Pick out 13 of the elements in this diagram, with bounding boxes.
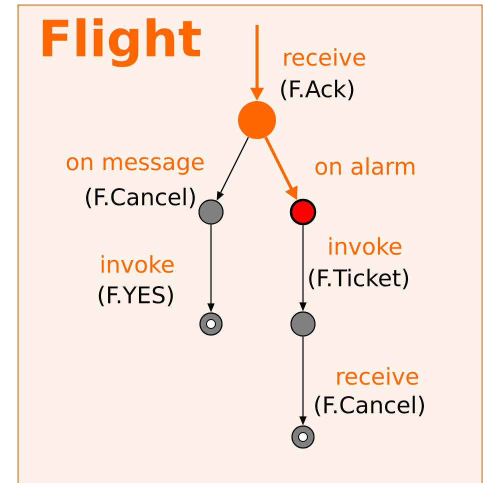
action-label: on alarm [315,157,414,175]
action-label: invoke [102,255,174,273]
message-label: (F.Ack) [281,80,354,100]
final-state-circle [199,312,223,336]
state-circle [290,311,316,337]
action-label: on message [66,157,204,175]
message-label: (F.Ticket) [309,268,408,290]
state-circle [290,198,316,226]
final-state-circle [291,425,315,449]
state-circle [238,101,276,139]
message-label: (F.YES) [98,286,173,306]
state-circle [198,199,224,225]
action-label: receive [337,367,418,385]
